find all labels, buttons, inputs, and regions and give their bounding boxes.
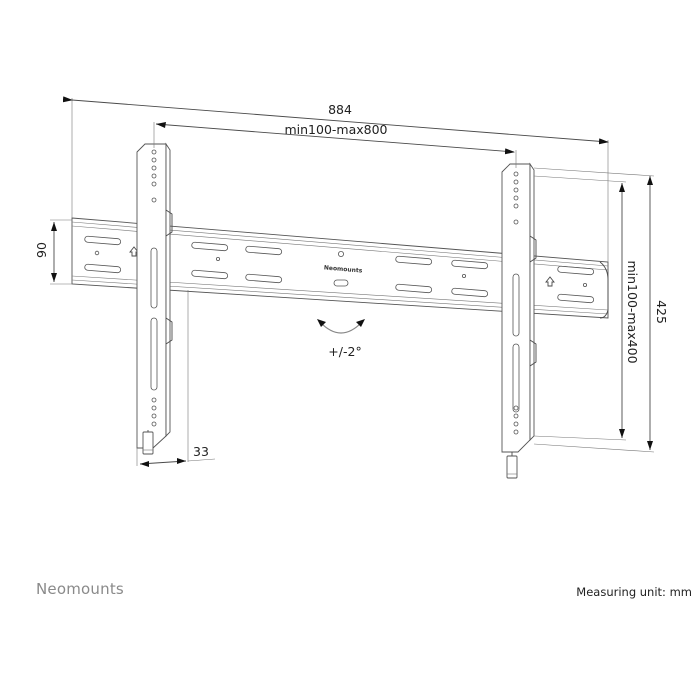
rail-height-label: 90 <box>34 242 49 258</box>
tilt-indicator: +/-2° <box>317 319 365 359</box>
dimension-vesa-horizontal: min100-max800 <box>153 122 517 168</box>
tilt-arc-icon <box>319 321 363 334</box>
bracket-holes <box>512 171 520 435</box>
wall-distance-label: 33 <box>193 444 209 459</box>
dimension-overall-width: 884 <box>62 96 609 262</box>
tilt-arrow-right-icon <box>356 319 365 327</box>
footer-brand-logo: Neomounts <box>36 580 124 598</box>
bracket-holes <box>150 149 158 427</box>
dimension-vesa-vertical: min100-max400 <box>533 175 640 441</box>
measuring-unit-note: Measuring unit: mm <box>576 585 692 599</box>
vesa-vertical-label: min100-max400 <box>625 260 640 363</box>
vesa-horizontal-label: min100-max800 <box>284 122 387 137</box>
dimension-rail-height: 90 <box>34 219 72 285</box>
left-vertical-bracket <box>136 142 173 455</box>
right-vertical-bracket <box>501 162 537 479</box>
rail-brand-label: Neomounts <box>324 264 363 274</box>
dimension-overall-height: 425 <box>533 167 669 453</box>
overall-height-label: 425 <box>654 300 669 324</box>
overall-width-label: 884 <box>328 102 352 117</box>
tilt-label: +/-2° <box>328 344 361 359</box>
rail-slots <box>84 235 595 304</box>
dimension-wall-distance: 33 <box>136 290 216 467</box>
tilt-arrow-left-icon <box>317 319 326 327</box>
